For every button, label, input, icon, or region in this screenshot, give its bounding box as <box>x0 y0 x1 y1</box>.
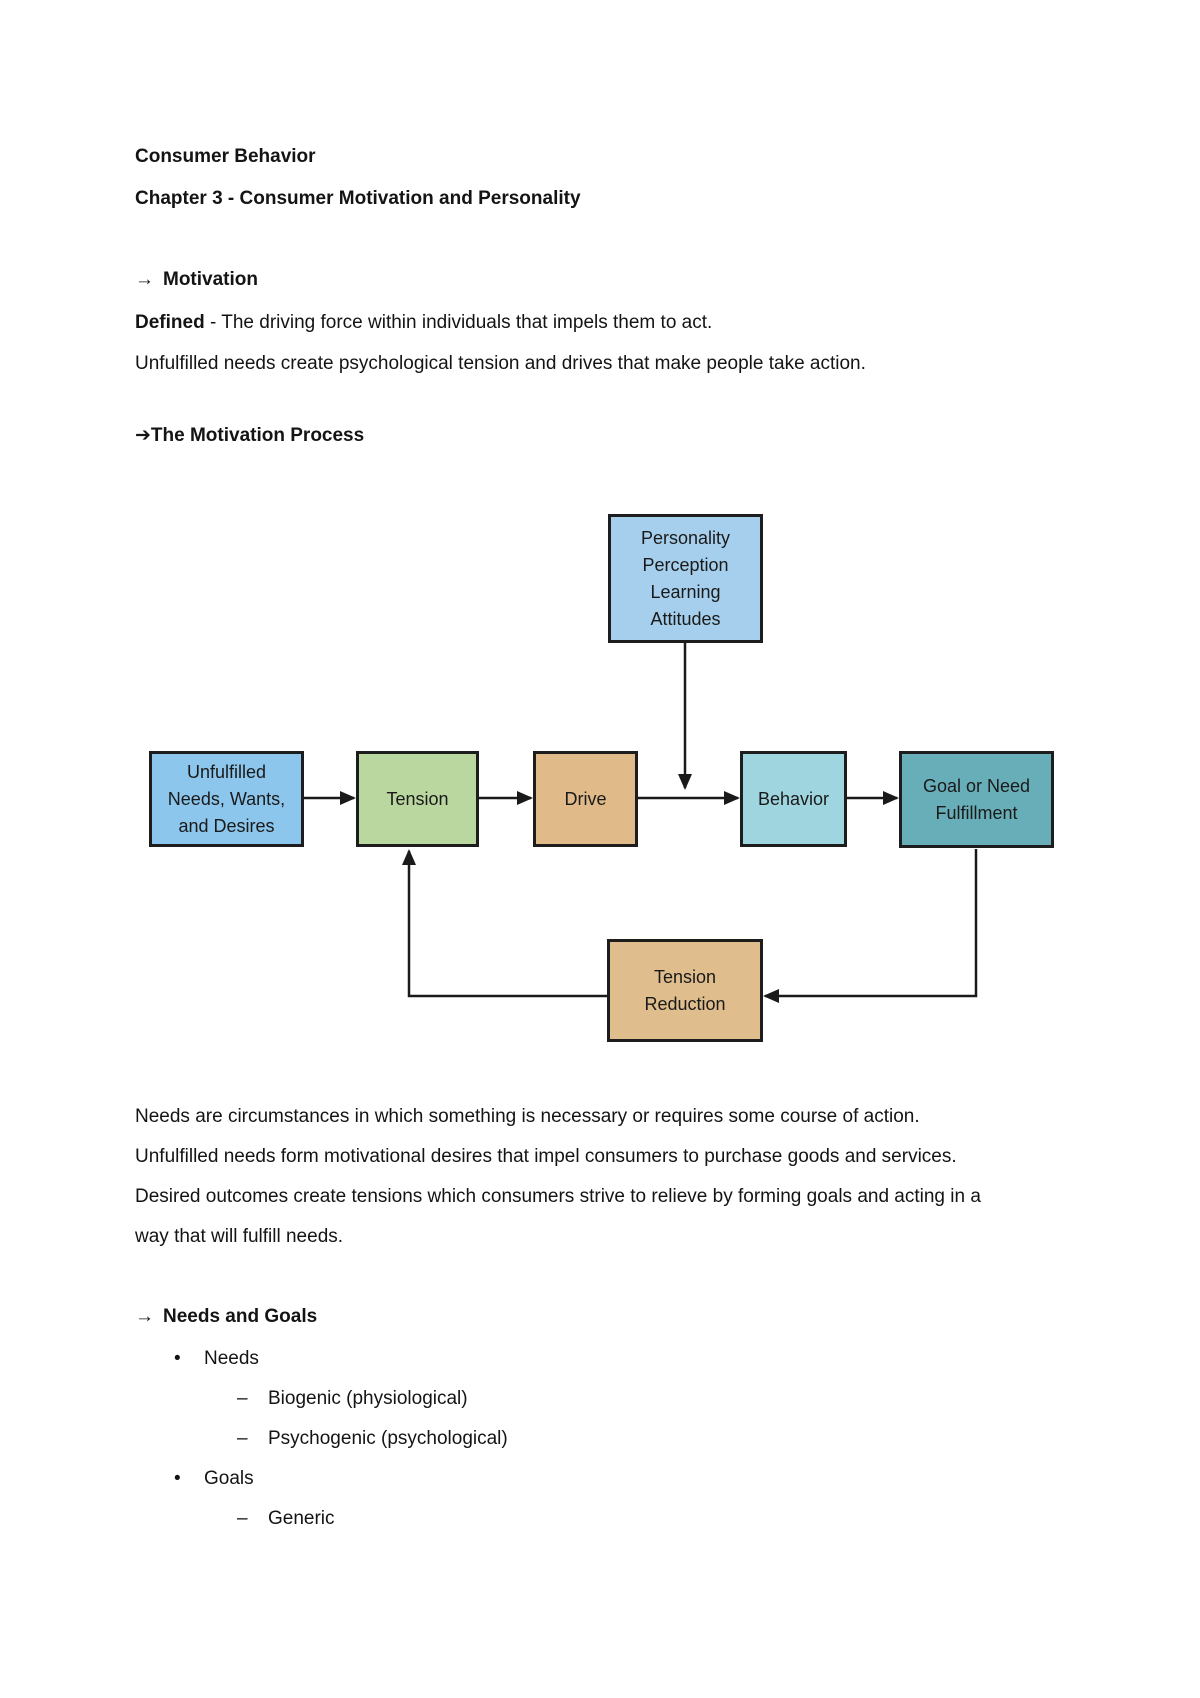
list-subitem-label: Generic <box>268 1508 335 1529</box>
defined-term: Defined <box>135 312 205 333</box>
diagram-box-tension-reduction: Tension Reduction <box>607 939 763 1042</box>
diagram-box-goal-fulfillment: Goal or Need Fulfillment <box>899 751 1054 848</box>
list-subitem-psychogenic: –Psychogenic (psychological) <box>237 1427 508 1451</box>
diagram-box-unfulfilled-needs: Unfulfilled Needs, Wants, and Desires <box>149 751 304 847</box>
dash-icon: – <box>237 1428 248 1449</box>
diagram-box-behavior-label: Behavior <box>757 788 830 809</box>
process-heading: ➔The Motivation Process <box>135 424 364 448</box>
body-paragraph: way that will fulfill needs. <box>135 1226 344 1247</box>
diagram-box-tension-reduction-label: Tension Reduction <box>644 966 726 1014</box>
bullet-icon: • <box>174 1468 181 1489</box>
diagram-box-drive: Drive <box>533 751 638 847</box>
bullet-icon: • <box>174 1348 181 1369</box>
body-paragraph: Unfulfilled needs form motivational desi… <box>135 1146 957 1167</box>
diagram-box-tension: Tension <box>356 751 479 847</box>
arrow-right-heavy-icon: ➔ <box>135 425 151 446</box>
connector-goal-to-tension-reduction <box>763 849 978 1003</box>
arrow-right-icon: → <box>135 1306 154 1327</box>
doc-subtitle: Chapter 3 - Consumer Motivation and Pers… <box>135 188 581 209</box>
diagram-box-tension-label: Tension <box>386 788 449 809</box>
diagram-box-goal-fulfillment-label: Goal or Need Fulfillment <box>922 775 1031 823</box>
diagram-box-personality: Personality Perception Learning Attitude… <box>608 514 763 643</box>
process-heading-label: The Motivation Process <box>150 425 365 446</box>
diagram-box-unfulfilled-needs-label: Unfulfilled Needs, Wants, and Desires <box>167 761 286 836</box>
diagram-box-personality-label: Personality Perception Learning Attitude… <box>640 527 731 629</box>
motivation-heading-label: Motivation <box>163 269 258 290</box>
motivation-paragraph: Unfulfilled needs create psychological t… <box>135 353 866 374</box>
list-item-label: Goals <box>204 1468 254 1489</box>
defined-text: - The driving force within individuals t… <box>204 312 713 333</box>
diagram-box-behavior: Behavior <box>740 751 847 847</box>
diagram-box-drive-label: Drive <box>564 788 607 809</box>
list-item-goals: • Goals <box>174 1467 254 1491</box>
arrow-right-icon: → <box>135 269 154 290</box>
list-subitem-biogenic: –Biogenic (physiological) <box>237 1387 468 1411</box>
body-paragraph: Desired outcomes create tensions which c… <box>135 1186 981 1207</box>
doc-title: Consumer Behavior <box>135 146 316 167</box>
list-subitem-generic: –Generic <box>237 1507 335 1531</box>
list-subitem-label: Biogenic (physiological) <box>268 1388 468 1409</box>
needs-goals-heading-label: Needs and Goals <box>163 1306 318 1327</box>
needs-goals-heading: → Needs and Goals <box>135 1305 317 1329</box>
list-subitem-label: Psychogenic (psychological) <box>268 1428 508 1449</box>
dash-icon: – <box>237 1388 248 1409</box>
connector-tension-reduction-to-tension <box>402 849 607 998</box>
body-paragraph: Needs are circumstances in which somethi… <box>135 1106 920 1127</box>
list-item-needs: • Needs <box>174 1347 259 1371</box>
motivation-heading: → Motivation <box>135 268 258 292</box>
list-item-label: Needs <box>204 1348 259 1369</box>
defined-line: Defined - The driving force within indiv… <box>135 311 712 335</box>
dash-icon: – <box>237 1508 248 1529</box>
